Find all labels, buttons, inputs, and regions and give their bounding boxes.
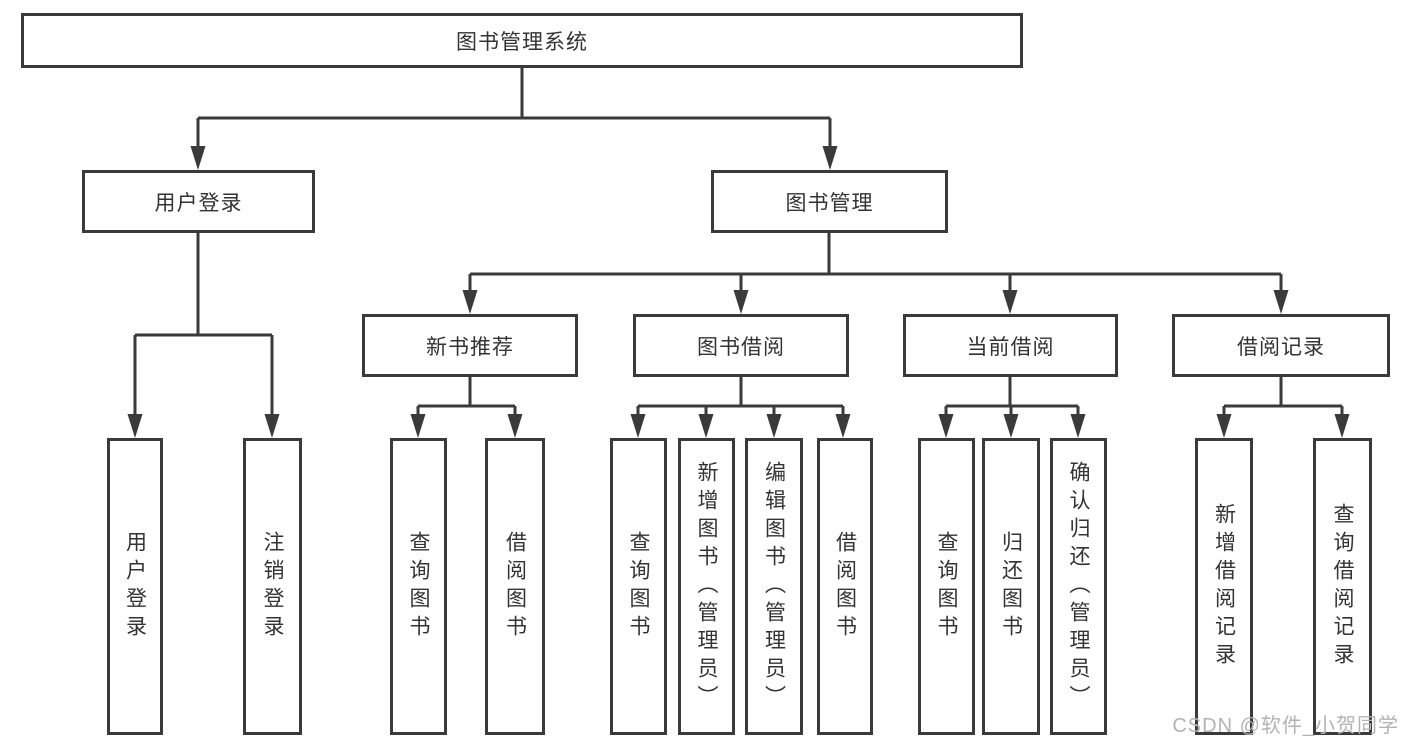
node-root-library-system: 图书管理系统 [21, 13, 1023, 68]
leaf-query-book-borrow: 查询图书 [610, 438, 667, 735]
leaf-query-borrow-record: 查询借阅记录 [1313, 438, 1372, 735]
node-new-book-recommend: 新书推荐 [362, 314, 578, 377]
leaf-label: 借阅图书 [503, 530, 527, 643]
node-borrow-record: 借阅记录 [1172, 314, 1390, 377]
node-label: 图书管理 [785, 191, 874, 215]
node-label: 图书借阅 [697, 335, 785, 359]
leaf-label: 用户登录 [123, 530, 147, 643]
node-user-login: 用户登录 [82, 170, 315, 233]
connector-arrows [127, 146, 1350, 438]
leaf-label: 查询图书 [407, 530, 430, 643]
node-label: 借阅记录 [1237, 335, 1325, 359]
leaf-label: 新增图书（管理员） [695, 460, 718, 713]
leaf-label: 查询借阅记录 [1331, 502, 1354, 671]
leaf-confirm-return-admin: 确认归还（管理员） [1050, 438, 1107, 735]
node-book-management: 图书管理 [711, 170, 948, 233]
leaf-add-book-admin: 新增图书（管理员） [678, 438, 735, 735]
node-label: 用户登录 [154, 191, 243, 215]
leaf-logout: 注销登录 [243, 438, 302, 735]
leaf-edit-book-admin: 编辑图书（管理员） [745, 438, 803, 735]
leaf-user-login: 用户登录 [107, 438, 163, 735]
leaf-label: 编辑图书（管理员） [762, 460, 786, 713]
node-label: 当前借阅 [966, 335, 1055, 359]
leaf-label: 确认归还（管理员） [1067, 460, 1090, 713]
leaf-add-borrow-record: 新增借阅记录 [1195, 438, 1253, 735]
leaf-label: 归还图书 [999, 530, 1023, 643]
leaf-borrow-book: 借阅图书 [817, 438, 873, 735]
leaf-query-book-recommend: 查询图书 [390, 438, 447, 735]
leaf-query-book-current: 查询图书 [918, 438, 975, 735]
leaf-label: 注销登录 [261, 530, 284, 643]
node-label: 新书推荐 [426, 335, 514, 359]
node-current-borrow: 当前借阅 [903, 314, 1118, 377]
leaf-borrow-book-recommend: 借阅图书 [485, 438, 545, 735]
leaf-label: 查询图书 [935, 530, 958, 643]
leaf-label: 借阅图书 [833, 530, 857, 643]
leaf-label: 查询图书 [627, 530, 650, 643]
leaf-return-book: 归还图书 [982, 438, 1040, 735]
leaf-label: 新增借阅记录 [1212, 502, 1236, 671]
node-label: 图书管理系统 [456, 30, 588, 54]
node-book-borrow: 图书借阅 [633, 314, 849, 377]
csdn-watermark: CSDN @软件_小贺同学 [1172, 715, 1399, 737]
